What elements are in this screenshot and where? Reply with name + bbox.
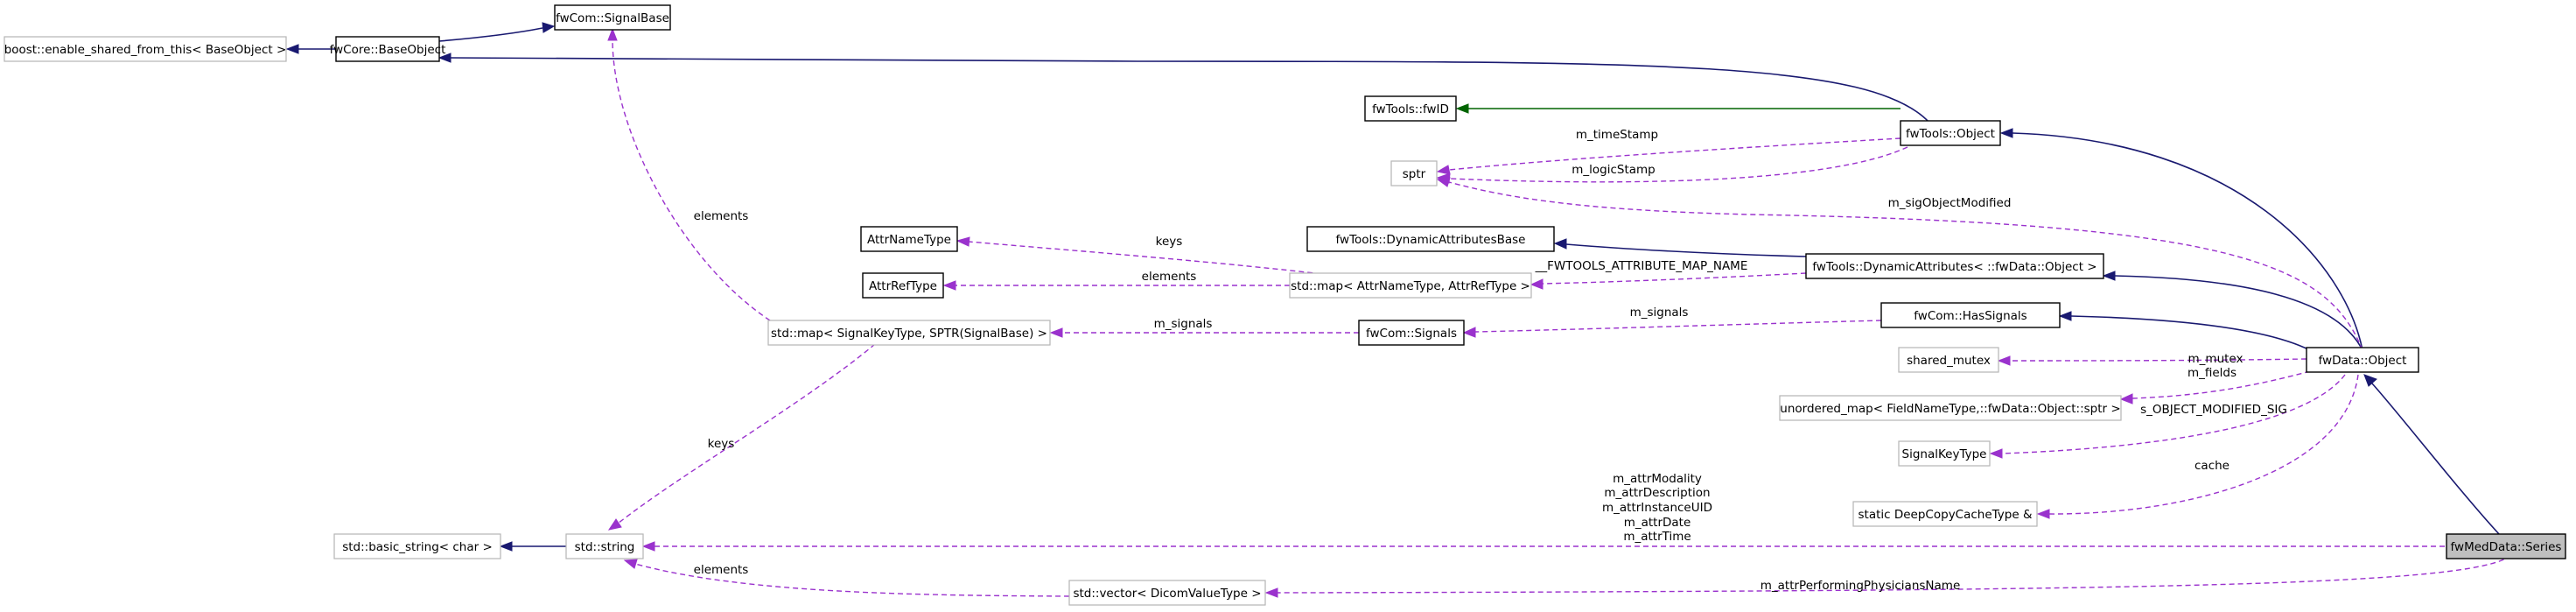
svg-text:std::vector< DicomValueType >: std::vector< DicomValueType >: [1073, 587, 1261, 601]
label-cache: cache: [2194, 459, 2230, 473]
edge-fwtools-attribute-map-name: [1530, 272, 1807, 290]
label-m-sigobjectmodified: m_sigObjectModified: [1888, 196, 2012, 210]
node-std-vector-dicom[interactable]: std::vector< DicomValueType >: [1068, 580, 1266, 606]
svg-text:fwCom::SignalBase: fwCom::SignalBase: [556, 11, 669, 25]
edge-m-fields: [2119, 370, 2311, 404]
svg-text:fwTools::Object: fwTools::Object: [1906, 127, 1995, 141]
edge-elements-attrreftype: [942, 280, 1290, 291]
edge-cache: [2036, 374, 2359, 519]
edge-dataobject-inherits-hassignals: [2058, 311, 2311, 351]
node-fwcore-baseobject[interactable]: fwCore::BaseObject: [330, 36, 446, 62]
svg-text:unordered_map< FieldNameType,:: unordered_map< FieldNameType,::fwData::O…: [1780, 402, 2120, 416]
label-series-string-3: m_attrDate: [1624, 516, 1691, 530]
svg-text:SignalKeyType: SignalKeyType: [1902, 447, 1987, 461]
label-s-object-modified-sig: s_OBJECT_MODIFIED_SIG: [2140, 403, 2287, 417]
label-series-string-0: m_attrModality: [1613, 472, 1702, 486]
svg-text:AttrRefType: AttrRefType: [869, 279, 937, 293]
label-m-logicstamp: m_logicStamp: [1572, 163, 1656, 177]
label-m-attrperformingphysiciansname: m_attrPerformingPhysiciansName: [1760, 579, 1961, 593]
node-signalkeytype[interactable]: SignalKeyType: [1898, 440, 1991, 467]
svg-text:fwData::Object: fwData::Object: [2319, 354, 2407, 368]
edge-elements-signalbase: [607, 27, 771, 321]
svg-text:fwTools::DynamicAttributes< ::: fwTools::DynamicAttributes< ::fwData::Ob…: [1812, 260, 2096, 274]
node-fwtools-object[interactable]: fwTools::Object: [1900, 120, 2001, 146]
edge-m-signals-signalmap: [1049, 327, 1359, 338]
edge-m-mutex: [1997, 355, 2307, 366]
node-fwdata-object[interactable]: fwData::Object: [2306, 347, 2419, 373]
node-boost-enable-shared[interactable]: boost::enable_shared_from_this< BaseObje…: [4, 36, 287, 62]
label-keys-attr: keys: [1156, 235, 1183, 249]
node-sptr[interactable]: sptr: [1390, 160, 1438, 186]
edge-dynattr-inherits-dynattrbase: [1553, 238, 1807, 257]
edge-series-inherits-dataobject: [2363, 374, 2500, 535]
edge-dataobject-inherits-dynattr: [2102, 271, 2363, 351]
node-std-map-signals[interactable]: std::map< SignalKeyType, SPTR(SignalBase…: [767, 320, 1051, 346]
edge-dataobject-inherits-toolsobject: [1999, 128, 2363, 351]
node-fwtools-dynamicattributes[interactable]: fwTools::DynamicAttributes< ::fwData::Ob…: [1805, 253, 2104, 279]
node-fwcom-hassignals[interactable]: fwCom::HasSignals: [1880, 302, 2061, 328]
svg-text:fwCore::BaseObject: fwCore::BaseObject: [330, 43, 446, 57]
node-fwmeddata-series[interactable]: fwMedData::Series: [2446, 533, 2566, 559]
svg-text:fwCom::Signals: fwCom::Signals: [1366, 327, 1457, 341]
label-m-signals-sig: m_signals: [1630, 306, 1689, 320]
node-fwtools-dynamicattributesbase[interactable]: fwTools::DynamicAttributesBase: [1306, 226, 1555, 252]
label-elements-attr: elements: [1142, 270, 1197, 284]
node-std-basic-string[interactable]: std::basic_string< char >: [333, 533, 501, 559]
label-series-string-4: m_attrTime: [1623, 530, 1690, 544]
label-series-string-1: m_attrDescription: [1604, 486, 1710, 500]
edge-baseobject-inherits-signalbase: [438, 22, 556, 42]
edge-keys-stdstring: [607, 343, 876, 531]
label-keys-string: keys: [708, 437, 735, 451]
node-std-string[interactable]: std::string: [565, 533, 644, 559]
label-m-fields: m_fields: [2188, 366, 2236, 380]
edge-series-stdstring: [641, 541, 2445, 552]
svg-text:fwCom::HasSignals: fwCom::HasSignals: [1914, 309, 2026, 323]
label-m-timestamp: m_timeStamp: [1576, 128, 1658, 142]
svg-text:fwTools::DynamicAttributesBase: fwTools::DynamicAttributesBase: [1336, 233, 1526, 247]
edge-toolsobject-inherits-baseobject: [438, 53, 1930, 123]
edge-toolsobject-fwid: [1455, 103, 1900, 114]
svg-text:std::map< AttrNameType, AttrRe: std::map< AttrNameType, AttrRefType >: [1291, 279, 1530, 293]
svg-text:AttrNameType: AttrNameType: [867, 233, 951, 247]
edge-m-signals-signals: [1462, 320, 1882, 338]
edge-keys-attrnametype: [956, 236, 1331, 276]
label-elements-vector: elements: [694, 563, 749, 577]
edge-m-sigobjectmodified: [1436, 177, 2363, 351]
edge-baseobject-inherits-enable-shared: [285, 44, 336, 54]
svg-text:shared_mutex: shared_mutex: [1907, 354, 1991, 368]
svg-text:boost::enable_shared_from_this: boost::enable_shared_from_this< BaseObje…: [4, 43, 287, 57]
edge-m-attrperformingphysiciansname: [1264, 554, 2512, 598]
label-series-string-2: m_attrInstanceUID: [1602, 501, 1712, 515]
edge-s-object-modified-sig: [1989, 374, 2346, 459]
svg-text:std::basic_string< char >: std::basic_string< char >: [342, 540, 493, 554]
node-unordered-map[interactable]: unordered_map< FieldNameType,::fwData::O…: [1779, 395, 2122, 421]
node-deepcopycache[interactable]: static DeepCopyCacheType &: [1852, 501, 2038, 527]
label-elements-sigbase: elements: [694, 209, 749, 223]
svg-text:std::map< SignalKeyType, SPTR(: std::map< SignalKeyType, SPTR(SignalBase…: [771, 327, 1047, 341]
label-fwtools-attribute-map-name: __FWTOOLS_ATTRIBUTE_MAP_NAME: [1535, 259, 1748, 273]
node-fwcom-signals[interactable]: fwCom::Signals: [1358, 320, 1465, 346]
edge-elements-vector-stdstring: [623, 559, 1070, 597]
edge-m-timestamp: [1436, 137, 1901, 175]
node-std-map-attr[interactable]: std::map< AttrNameType, AttrRefType >: [1289, 272, 1532, 299]
svg-text:fwTools::fwID: fwTools::fwID: [1372, 102, 1449, 116]
svg-text:sptr: sptr: [1403, 167, 1426, 181]
svg-text:fwMedData::Series: fwMedData::Series: [2451, 540, 2562, 554]
node-shared-mutex[interactable]: shared_mutex: [1898, 347, 1999, 373]
node-attrnametype[interactable]: AttrNameType: [860, 226, 958, 252]
svg-text:std::string: std::string: [575, 540, 635, 554]
node-attrreftype[interactable]: AttrRefType: [862, 272, 944, 299]
edge-stdstring-inherits-basicstring: [499, 541, 566, 552]
label-m-signals-map: m_signals: [1154, 317, 1213, 331]
label-m-mutex: m_mutex: [2188, 352, 2244, 366]
node-fwcom-signalbase[interactable]: fwCom::SignalBase: [554, 4, 671, 31]
node-fwtools-fwid[interactable]: fwTools::fwID: [1364, 95, 1457, 122]
svg-text:static DeepCopyCacheType &: static DeepCopyCacheType &: [1858, 508, 2033, 522]
